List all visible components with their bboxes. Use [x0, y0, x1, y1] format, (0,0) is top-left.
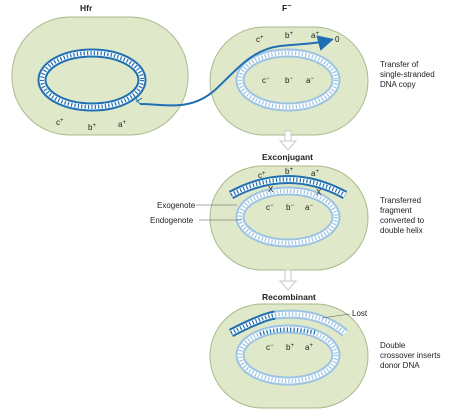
hfr-gene-a: a+: [118, 120, 126, 129]
rec-inner-gene-b: b+: [286, 343, 294, 352]
transfer-strand: [139, 35, 334, 107]
f-inner-gene-c: c−: [262, 76, 270, 85]
ex-top-gene-b: b+: [285, 167, 293, 176]
hfr-gene-c: c+: [56, 118, 64, 127]
exconjugant-title: Exconjugant: [262, 152, 313, 162]
ex-inner-gene-c: c−: [266, 203, 274, 212]
exconjugant-cell: Exconjugant c+ b+ a+ X X c− b− a−: [209, 152, 369, 271]
ex-top-gene-a: a+: [311, 169, 319, 178]
f-inner-gene-b: b−: [285, 76, 293, 85]
hfr-title: Hfr: [80, 3, 93, 13]
ex-inner-gene-a: a−: [305, 203, 313, 212]
recombinant-title: Recombinant: [262, 292, 316, 302]
f-minus-cell: F− c− b− a− c+ b+ a+ 0: [209, 3, 369, 136]
f-minus-title: F−: [282, 3, 291, 13]
ex-top-gene-c: c+: [258, 171, 266, 180]
endogenote-label: Endogenote: [150, 216, 194, 225]
hfr-gene-b: b+: [88, 123, 96, 132]
cross-left: X: [268, 185, 274, 194]
exogenote-label: Exogenote: [157, 201, 196, 210]
recombinant-cell: Recombinant c− b+ a+: [209, 292, 369, 409]
f-inner-gene-a: a−: [306, 76, 314, 85]
rec-inner-gene-c: c−: [266, 343, 274, 352]
f-transfer-gene-b: b+: [285, 31, 293, 40]
caption-transfer: Transfer of single-stranded DNA copy: [380, 60, 437, 89]
lost-label: Lost: [352, 309, 368, 318]
flow-arrow-2: [278, 269, 298, 291]
inserted-donor-segment: [259, 327, 317, 336]
f-transfer-gene-c: c+: [256, 35, 264, 44]
flow-arrow-1: [278, 130, 298, 151]
caption-crossover: Double crossover inserts donor DNA: [380, 341, 443, 370]
ex-inner-gene-b: b−: [286, 203, 294, 212]
hfr-cell: Hfr c+ b+ a+: [11, 3, 189, 136]
origin-label: 0: [335, 35, 340, 44]
caption-converted: Transferred fragment converted to double…: [380, 196, 426, 235]
f-transfer-gene-a: a+: [311, 31, 319, 40]
rec-inner-gene-a: a+: [305, 343, 313, 352]
cross-right: X: [316, 188, 322, 197]
